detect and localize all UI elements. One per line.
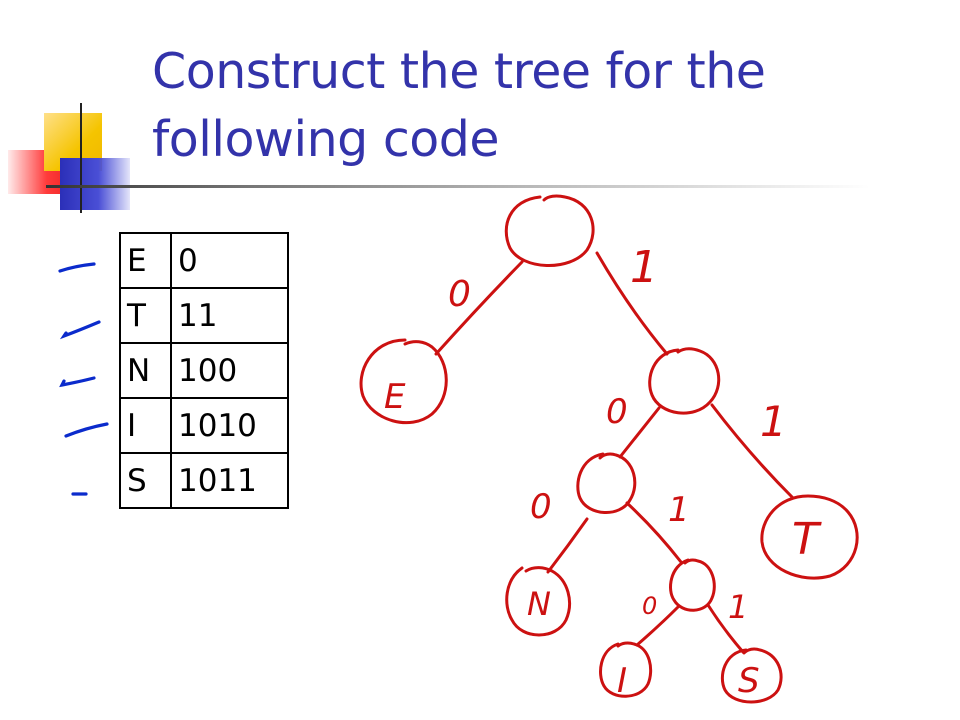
check-mark-1 bbox=[58, 262, 96, 273]
code-value: 0 bbox=[170, 232, 289, 289]
code-row: S 1011 bbox=[119, 452, 289, 509]
code-symbol: T bbox=[119, 287, 172, 344]
check-mark-2 bbox=[59, 320, 101, 340]
edge-n10-n101 bbox=[625, 501, 683, 564]
node-I-circle bbox=[599, 641, 653, 698]
slide-title-line-2: following code bbox=[152, 111, 500, 168]
edge-labels: 0 1 0 1 0 1 0 1 bbox=[448, 242, 787, 626]
code-value: 11 bbox=[170, 287, 289, 344]
edge-n101-I bbox=[635, 605, 680, 647]
decor-vertical-line bbox=[80, 103, 82, 213]
leaf-letters: E T N I S bbox=[384, 377, 822, 701]
code-table: E 0 T 11 N 100 I 1010 S 1011 bbox=[119, 232, 289, 509]
code-symbol: S bbox=[119, 452, 172, 509]
leaf-N: N bbox=[527, 585, 551, 623]
leaf-I: I bbox=[617, 661, 627, 701]
edge-label-0: 0 bbox=[448, 274, 471, 315]
edge-label-1: 1 bbox=[668, 490, 690, 530]
edge-label-1: 1 bbox=[760, 397, 787, 446]
code-row: I 1010 bbox=[119, 397, 289, 454]
tree-nodes bbox=[359, 194, 859, 704]
node-1 bbox=[648, 347, 721, 415]
code-symbol: E bbox=[119, 232, 172, 289]
node-root bbox=[504, 194, 595, 267]
edge-root-n1 bbox=[595, 251, 669, 356]
edge-label-1: 1 bbox=[728, 588, 748, 626]
code-symbol: I bbox=[119, 397, 172, 454]
blue-check-marks bbox=[58, 262, 109, 496]
edge-label-1: 1 bbox=[630, 242, 658, 293]
edge-label-0: 0 bbox=[642, 592, 657, 620]
edge-label-0: 0 bbox=[606, 392, 628, 432]
title-underline bbox=[46, 185, 870, 188]
code-symbol: N bbox=[119, 342, 172, 399]
code-row: N 100 bbox=[119, 342, 289, 399]
check-mark-4 bbox=[64, 422, 109, 438]
node-101 bbox=[669, 558, 716, 612]
decor-blue-square bbox=[60, 158, 130, 210]
leaf-E: E bbox=[384, 377, 406, 417]
code-value: 1011 bbox=[170, 452, 289, 509]
code-value: 1010 bbox=[170, 397, 289, 454]
edge-n1-n10 bbox=[618, 406, 661, 459]
edge-n101-S bbox=[706, 603, 745, 654]
code-row: E 0 bbox=[119, 232, 289, 289]
slide-title-line-1: Construct the tree for the bbox=[152, 43, 766, 100]
node-E-circle bbox=[359, 338, 448, 425]
slide-title: Construct the tree for the following cod… bbox=[152, 38, 872, 174]
check-mark-3 bbox=[59, 376, 96, 388]
node-N-circle bbox=[505, 566, 571, 637]
node-S-circle bbox=[720, 647, 783, 704]
leaf-T: T bbox=[792, 514, 822, 565]
tree-edges bbox=[434, 251, 795, 654]
edge-n1-T bbox=[710, 403, 795, 500]
node-10 bbox=[576, 452, 637, 514]
code-row: T 11 bbox=[119, 287, 289, 344]
edge-n10-N bbox=[546, 517, 589, 574]
node-T-circle bbox=[760, 494, 859, 580]
edge-label-0: 0 bbox=[530, 487, 552, 527]
edge-root-E bbox=[434, 260, 524, 356]
code-value: 100 bbox=[170, 342, 289, 399]
leaf-S: S bbox=[738, 661, 760, 701]
